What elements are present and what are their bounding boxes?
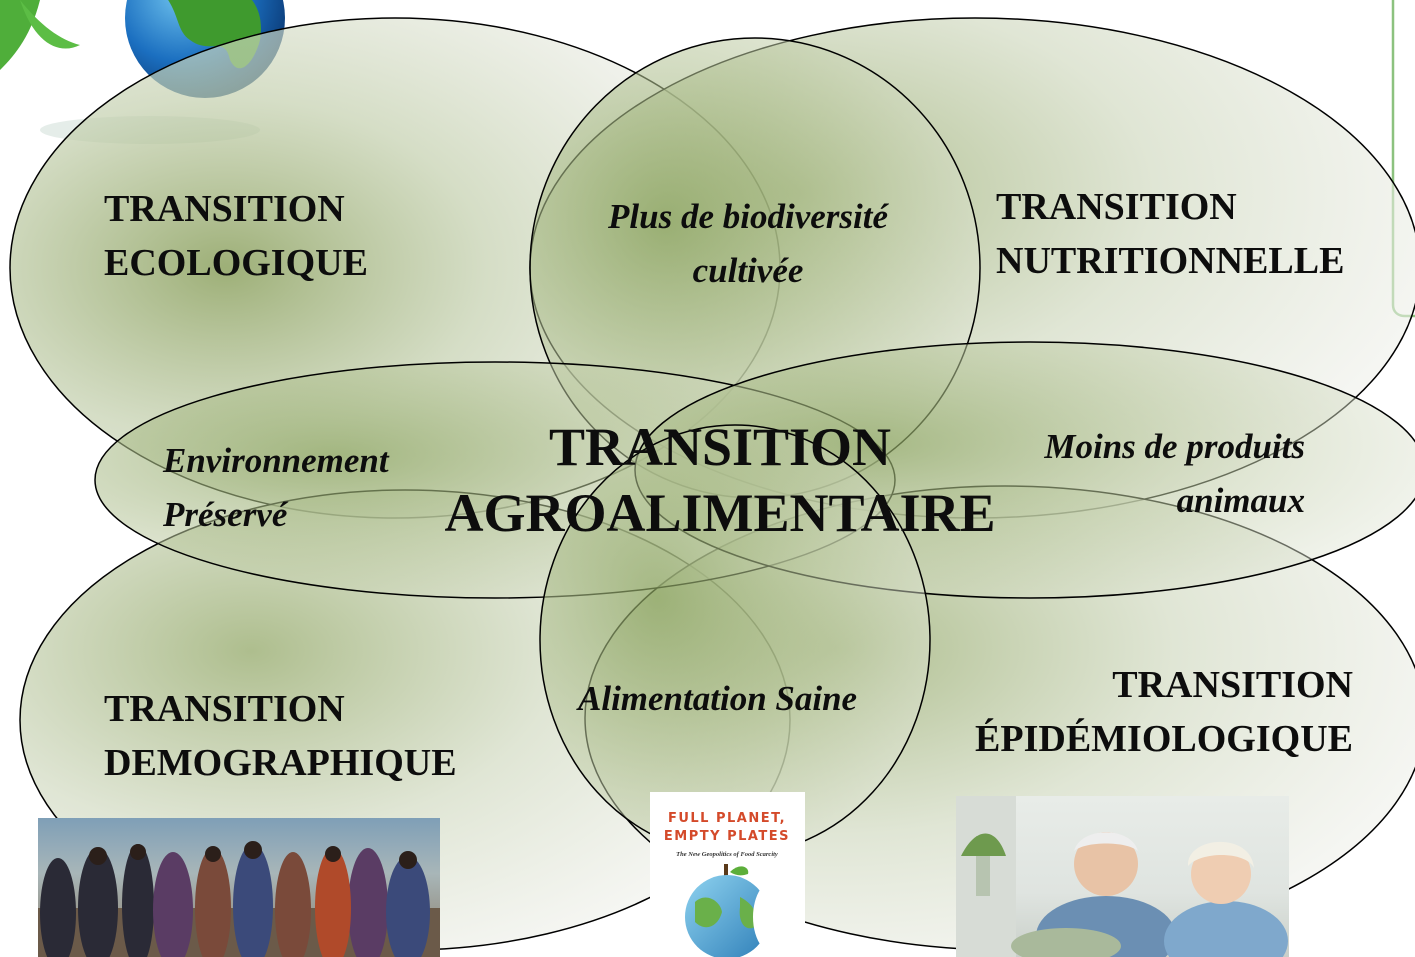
book-cover-image: FULL PLANET, EMPTY PLATES The New Geopol…: [650, 792, 805, 957]
nutritionnelle-line2: NUTRITIONNELLE: [996, 240, 1345, 282]
center-title: TRANSITION AGROALIMENTAIRE: [430, 414, 1010, 546]
center-title-line1: TRANSITION: [548, 417, 892, 477]
demographique-line1: TRANSITION: [104, 688, 345, 730]
ecologique-line2: ECOLOGIQUE: [104, 242, 368, 284]
label-transition-epidemiologique: TRANSITION ÉPIDÉMIOLOGIQUE: [975, 658, 1353, 766]
label-overlap-bottom: Alimentation Saine: [578, 672, 857, 726]
book-subtitle: The New Geopolitics of Food Scarcity: [676, 851, 778, 858]
epidemiologique-line2: ÉPIDÉMIOLOGIQUE: [975, 718, 1353, 760]
overlap-top-line1: Plus de biodiversité: [608, 197, 888, 236]
epidemiologique-line1: TRANSITION: [1112, 664, 1353, 706]
label-overlap-top: Plus de biodiversité cultivée: [578, 190, 918, 298]
center-title-line2: AGROALIMENTAIRE: [444, 483, 996, 543]
overlap-top-line2: cultivée: [692, 251, 804, 290]
book-title-line2: EMPTY PLATES: [664, 829, 790, 844]
nutritionnelle-line1: TRANSITION: [996, 186, 1237, 228]
label-transition-ecologique: TRANSITION ECOLOGIQUE: [104, 182, 368, 290]
demographique-line2: DEMOGRAPHIQUE: [104, 742, 457, 784]
overlap-left-line1: Environnement: [163, 441, 389, 480]
overlap-right-line1: Moins de produits: [1044, 427, 1305, 466]
book-title-line1: FULL PLANET,: [668, 811, 786, 826]
label-overlap-right: Moins de produits animaux: [1044, 420, 1305, 528]
overlap-bottom-line1: Alimentation Saine: [578, 679, 858, 718]
overlap-right-line2: animaux: [1176, 481, 1305, 520]
label-transition-nutritionnelle: TRANSITION NUTRITIONNELLE: [996, 180, 1344, 288]
ecologique-line1: TRANSITION: [104, 188, 345, 230]
overlap-left-line2: Préservé: [163, 495, 288, 534]
crowd-photo: [38, 818, 440, 957]
label-transition-demographique: TRANSITION DEMOGRAPHIQUE: [104, 682, 457, 790]
elderly-couple-photo: [956, 796, 1289, 957]
label-overlap-left: Environnement Préservé: [163, 434, 389, 542]
